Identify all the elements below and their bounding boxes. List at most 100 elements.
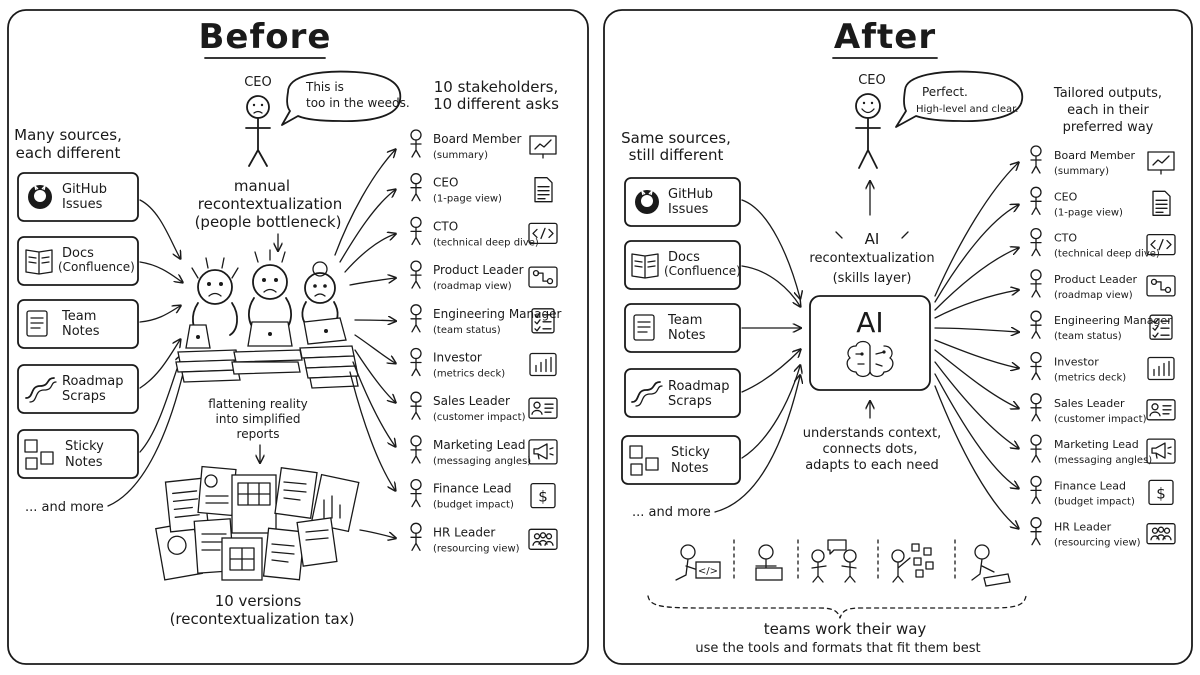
svg-text:(Confluence): (Confluence) [58,260,135,274]
sticky-notes-icon [24,439,54,470]
stakeholder-need: (technical deep dive) [433,237,539,248]
stakeholder-name: Product Leader [433,263,524,277]
dollar-icon: $ [530,482,556,509]
person-figure-icon [1030,475,1042,505]
svg-text:GitHub: GitHub [62,182,107,197]
svg-text:still different: still different [629,146,724,164]
stressed-person-2 [247,249,293,347]
svg-text:(recontextualization tax): (recontextualization tax) [170,610,355,628]
stakeholder-name: Marketing Lead [433,438,525,452]
svg-text:flattening reality: flattening reality [208,397,308,411]
megaphone-icon [528,439,558,465]
after-outputs-heading: Tailored outputs, each in their preferre… [1053,86,1162,135]
person-figure-icon [1030,186,1042,215]
svg-text:High-level and clear.: High-level and clear. [916,104,1018,115]
stakeholder-name: Finance Lead [433,482,512,496]
team-laptop-worker [755,544,783,581]
before-source-notes: Team Notes [17,299,139,349]
stakeholder-name: Investor [1054,356,1099,369]
svg-text:(people bottleneck): (people bottleneck) [195,213,342,231]
svg-text:Sticky: Sticky [671,445,710,460]
stakeholder-need: (1-page view) [1054,207,1123,218]
svg-text:Team: Team [667,313,702,328]
people-icon [528,528,558,550]
svg-text:$: $ [538,488,548,506]
before-title: Before [199,17,332,57]
after-stakeholder-10: HR Leader(resourcing view) [1030,517,1176,549]
checklist-icon [531,308,555,334]
stakeholder-need: (team status) [433,325,501,336]
notes-icon [633,314,655,341]
before-stakeholder-9: Finance Lead(budget impact)$ [410,478,556,511]
code-icon [1146,233,1176,256]
svg-text:Docs: Docs [668,250,700,265]
roadmap-flow-icon [1146,275,1176,297]
after-more-sources: ... and more [632,505,711,520]
person-figure-icon [410,260,422,289]
svg-text:Issues: Issues [62,197,103,212]
before-stakeholder-8: Marketing Lead(messaging angles) [410,435,558,467]
after-source-notes: Team Notes [624,303,741,353]
stakeholder-name: Product Leader [1054,273,1137,286]
after-stakeholder-6: Investor (metrics deck) [1030,351,1175,384]
stakeholder-name: Board Member [433,132,522,146]
svg-text:too in the weeds.: too in the weeds. [306,96,410,110]
svg-text:Perfect.: Perfect. [922,85,968,99]
before-ceo-label: CEO [244,75,272,90]
svg-text:into simplified: into simplified [216,412,301,426]
contact-card-icon [528,397,558,419]
stakeholder-name: Sales Leader [1054,397,1125,410]
stakeholder-name: Marketing Lead [1054,438,1139,451]
before-stakeholders-heading: 10 stakeholders, 10 different asks [433,78,559,113]
before-stakeholder-1: Board Member(summary) [410,129,557,161]
person-figure-icon [1030,269,1042,298]
document-icon [534,177,553,203]
before-stakeholder-3: CTO (technical deep dive) [410,216,558,248]
before-stakeholder-6: Investor(metrics deck) [410,347,557,380]
after-source-sticky: Sticky Notes [621,435,741,485]
svg-text:Issues: Issues [668,202,709,217]
svg-text:(Confluence): (Confluence) [664,264,741,278]
before-process-label: manual recontextualization (people bottl… [195,177,343,231]
before-result-label: 10 versions (recontextualization tax) [170,592,355,628]
person-figure-icon [1030,227,1042,257]
stakeholder-name: CTO [433,219,458,233]
megaphone-icon [1146,438,1176,464]
person-figure-icon [410,347,422,377]
before-fan-arrows [334,150,395,538]
after-stakeholder-9: Finance Lead(budget impact)$ [1030,475,1174,507]
svg-text:Tailored outputs,: Tailored outputs, [1053,86,1162,101]
stressed-people-group [175,249,359,389]
before-source-arrows [107,199,185,507]
stakeholder-need: (customer impact) [1054,414,1147,425]
svg-text:recontextualization: recontextualization [809,251,934,266]
person-figure-icon [1030,517,1042,546]
after-panel [603,9,1193,665]
stakeholder-need: (team status) [1054,331,1122,342]
svg-text:Roadmap: Roadmap [668,379,730,394]
after-stakeholder-7: Sales Leader (customer impact) [1030,393,1176,425]
before-flatten-label: flattening reality into simplified repor… [208,397,308,441]
checklist-icon [1149,314,1173,340]
person-figure-icon [410,173,422,202]
svg-text:AI: AI [856,306,883,339]
stakeholder-name: Engineering Manager [433,307,561,321]
after-ai-caption: understands context, connects dots, adap… [803,426,941,473]
svg-text:10 different asks: 10 different asks [433,95,559,113]
stakeholder-need: (1-page view) [433,194,502,205]
teams-row: </> [647,539,1027,619]
svg-text:teams work their way: teams work their way [764,620,927,638]
before-stakeholder-2: CEO(1-page view) [410,173,553,205]
stakeholder-need: (roadmap view) [433,281,512,292]
stakeholder-need: (metrics deck) [1054,373,1126,384]
svg-text:(skills layer): (skills layer) [833,271,912,286]
before-stakeholder-10: HR Leader(resourcing view) [410,522,558,554]
after-ceo-speech-bubble: Perfect. High-level and clear. [895,70,1024,128]
stakeholder-need: (resourcing view) [433,543,520,554]
roadmap-flow-icon [528,266,558,288]
teams-caption: teams work their way use the tools and f… [695,620,980,656]
svg-text:Many sources,: Many sources, [14,126,122,144]
after-stakeholder-list: Board Member(summary)CEO(1-page view)CTO… [1030,145,1176,549]
svg-text:Scraps: Scraps [62,389,106,404]
team-planner [891,543,934,583]
